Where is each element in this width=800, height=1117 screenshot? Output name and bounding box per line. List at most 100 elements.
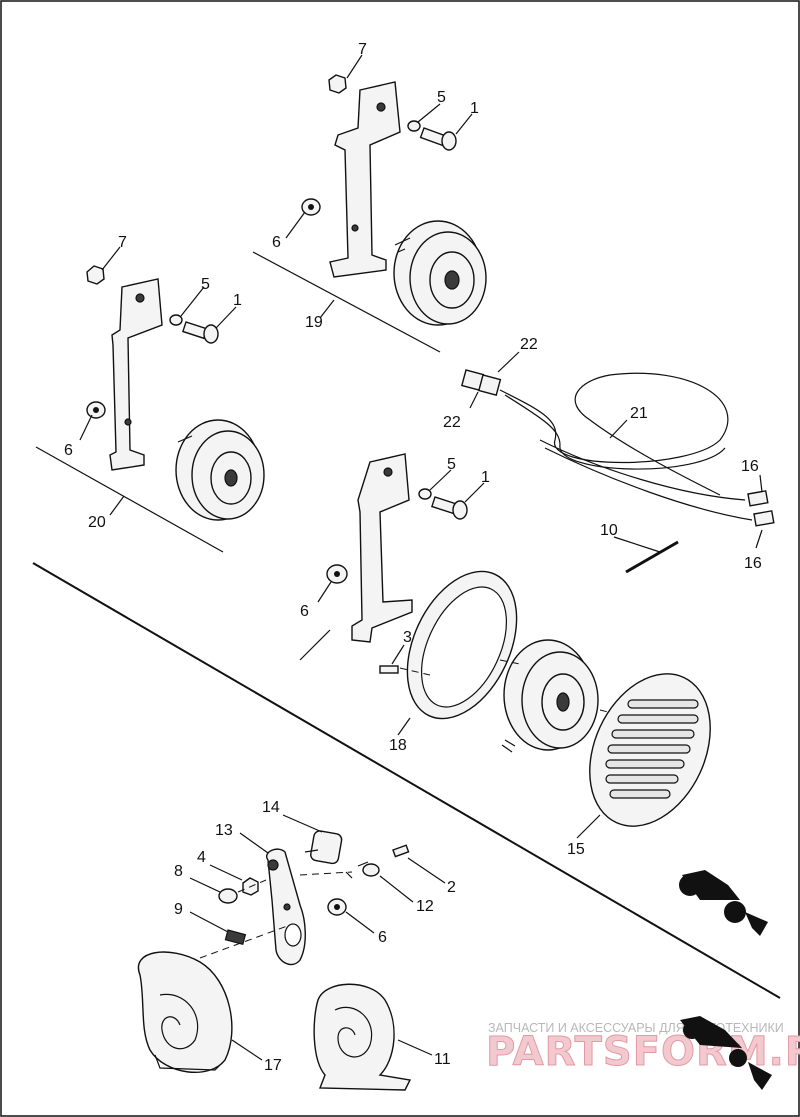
nut-hole — [93, 407, 99, 413]
callout-6: 6 — [272, 234, 281, 251]
leader-line — [379, 875, 414, 903]
nut-hole — [334, 904, 340, 910]
connector-22 — [478, 374, 502, 396]
lock-washer — [407, 120, 421, 132]
cable-tie-strap — [625, 540, 679, 574]
snail-horn-17 — [137, 951, 233, 1074]
leader-line — [189, 877, 221, 893]
callout-20: 20 — [88, 514, 106, 531]
leader-line — [407, 857, 446, 884]
callout-8: 8 — [174, 863, 183, 880]
grille-fin — [605, 759, 685, 769]
callout-19: 19 — [305, 314, 323, 331]
grille-fin — [609, 789, 671, 799]
wheel — [729, 1049, 747, 1067]
callout-1: 1 — [233, 292, 242, 309]
horn-center — [444, 270, 460, 290]
assembly-19 — [252, 74, 487, 353]
bracket-hole-large — [284, 923, 302, 947]
ring-opening — [421, 586, 507, 708]
leader-line — [317, 581, 332, 603]
nut-hole — [334, 571, 340, 577]
leader-line — [613, 536, 661, 553]
leaders-19 — [285, 54, 473, 319]
leader-line — [429, 469, 452, 491]
leader-line — [397, 717, 411, 736]
leader-line — [497, 351, 520, 373]
leader-line — [180, 286, 205, 317]
bracket-hole — [376, 102, 386, 112]
lock-washer — [418, 488, 432, 500]
lower-assembly — [137, 830, 412, 1091]
bracket-hole — [283, 903, 291, 911]
snail-horn-11 — [313, 983, 412, 1091]
bracket-hole — [267, 859, 279, 871]
callout-16: 16 — [744, 555, 762, 572]
clamp-tab — [345, 861, 369, 879]
grille-fin — [627, 699, 699, 709]
callout-6: 6 — [300, 603, 309, 620]
callout-15: 15 — [567, 841, 585, 858]
callout-1: 1 — [481, 469, 490, 486]
leader-line — [469, 391, 479, 409]
watermark-motorcycle-icon — [680, 1016, 772, 1090]
assembly-line — [299, 871, 353, 876]
horn-terminal — [501, 739, 516, 753]
callout-4: 4 — [197, 849, 206, 866]
arrow-head — [748, 1062, 772, 1090]
horn-stud — [177, 435, 193, 443]
assembly-line — [199, 924, 291, 959]
leader-line — [576, 814, 601, 839]
callout-1: 1 — [470, 100, 479, 117]
arrow-head — [745, 912, 768, 936]
leader-line — [231, 1039, 263, 1061]
leader-line — [239, 832, 269, 854]
assembly-20 — [35, 265, 265, 553]
leaders-20 — [79, 246, 237, 516]
wire-leads — [539, 439, 753, 521]
callout-14: 14 — [262, 799, 280, 816]
callout-17: 17 — [264, 1057, 282, 1074]
callout-7: 7 — [358, 41, 367, 58]
callout-5: 5 — [437, 89, 446, 106]
callout-9: 9 — [174, 901, 183, 918]
screw — [379, 665, 399, 674]
hex-nut — [86, 265, 105, 285]
leader-line — [215, 306, 237, 329]
grille-fin — [605, 774, 679, 784]
leader-line — [391, 644, 405, 665]
snail-spiral — [159, 993, 199, 1050]
callout-10: 10 — [600, 522, 618, 539]
leader-line — [346, 54, 363, 79]
leaders-lower — [189, 814, 446, 1061]
group-bracket-line — [299, 629, 331, 661]
leader-line — [189, 911, 229, 933]
leader-line — [455, 113, 473, 135]
grille-fin — [607, 744, 691, 754]
front-direction-motorcycle-icon — [679, 870, 768, 936]
wire-21b — [504, 394, 726, 470]
callout-6: 6 — [64, 442, 73, 459]
callout-5: 5 — [447, 456, 456, 473]
leaders-18 — [317, 469, 485, 736]
horn-base — [154, 1054, 226, 1071]
leader-line — [755, 529, 763, 549]
mounting-bracket — [109, 278, 163, 471]
assembly-18 — [299, 453, 641, 753]
terminal-16 — [753, 510, 775, 527]
watermark: ЗАПЧАСТИ И АКСЕССУАРЫ ДЛЯ МОТОТЕХНИКИ PA… — [486, 1016, 800, 1090]
grille-fins — [605, 699, 699, 799]
lock-washer — [169, 314, 183, 326]
wire-21 — [499, 372, 729, 496]
assembly-line — [599, 709, 641, 721]
leaders-harness — [469, 351, 763, 549]
motorcycle-body — [682, 870, 740, 900]
leader-line — [609, 419, 628, 439]
hex-nut — [328, 74, 347, 94]
leader-line — [109, 495, 125, 516]
spring-clip — [224, 929, 247, 946]
bracket-hole — [383, 467, 393, 477]
bracket-hole — [135, 293, 145, 303]
